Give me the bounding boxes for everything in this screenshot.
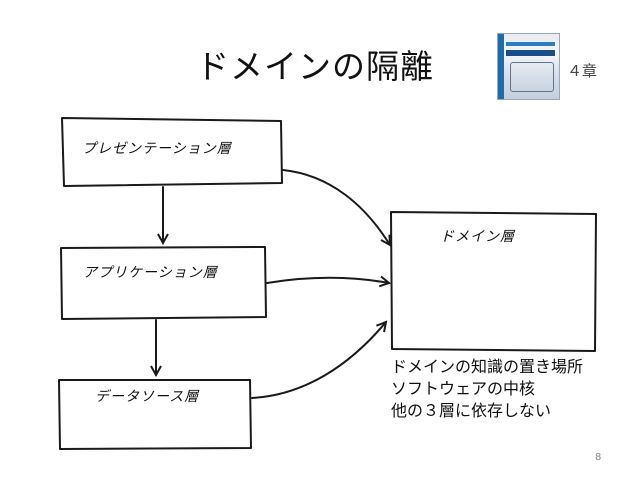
chapter-label: ４章 bbox=[567, 62, 598, 80]
note-line: ソフトウェアの中核 bbox=[391, 379, 536, 398]
domain-description: ドメインの知識の置き場所 ソフトウェアの中核 他の３層に依存しない bbox=[391, 356, 583, 422]
datasource-layer-label: データソース層 bbox=[95, 389, 200, 405]
domain-layer-box bbox=[390, 211, 597, 352]
slide-title: ドメインの隔離 bbox=[196, 47, 434, 86]
note-line: ドメインの知識の置き場所 bbox=[391, 357, 584, 376]
arrow-presentation-to-domain bbox=[282, 169, 390, 245]
book-title-band bbox=[506, 42, 555, 46]
datasource-layer-box bbox=[58, 379, 252, 450]
application-layer-label: アプリケーション層 bbox=[83, 265, 218, 281]
book-illustration bbox=[510, 62, 554, 92]
application-layer-box bbox=[60, 246, 267, 320]
domain-layer-label: ドメイン層 bbox=[440, 229, 515, 245]
book-spine bbox=[498, 34, 504, 99]
presentation-layer-box bbox=[61, 117, 283, 187]
presentation-layer-label: プレゼンテーション層 bbox=[82, 141, 232, 157]
book-subtitle-band bbox=[506, 50, 555, 56]
book-cover-image bbox=[497, 33, 560, 100]
arrow-application-to-domain bbox=[266, 278, 389, 283]
arrow-datasource-to-domain bbox=[251, 322, 386, 399]
page-number: 8 bbox=[595, 452, 602, 463]
note-line: 他の３層に依存しない bbox=[391, 401, 552, 420]
